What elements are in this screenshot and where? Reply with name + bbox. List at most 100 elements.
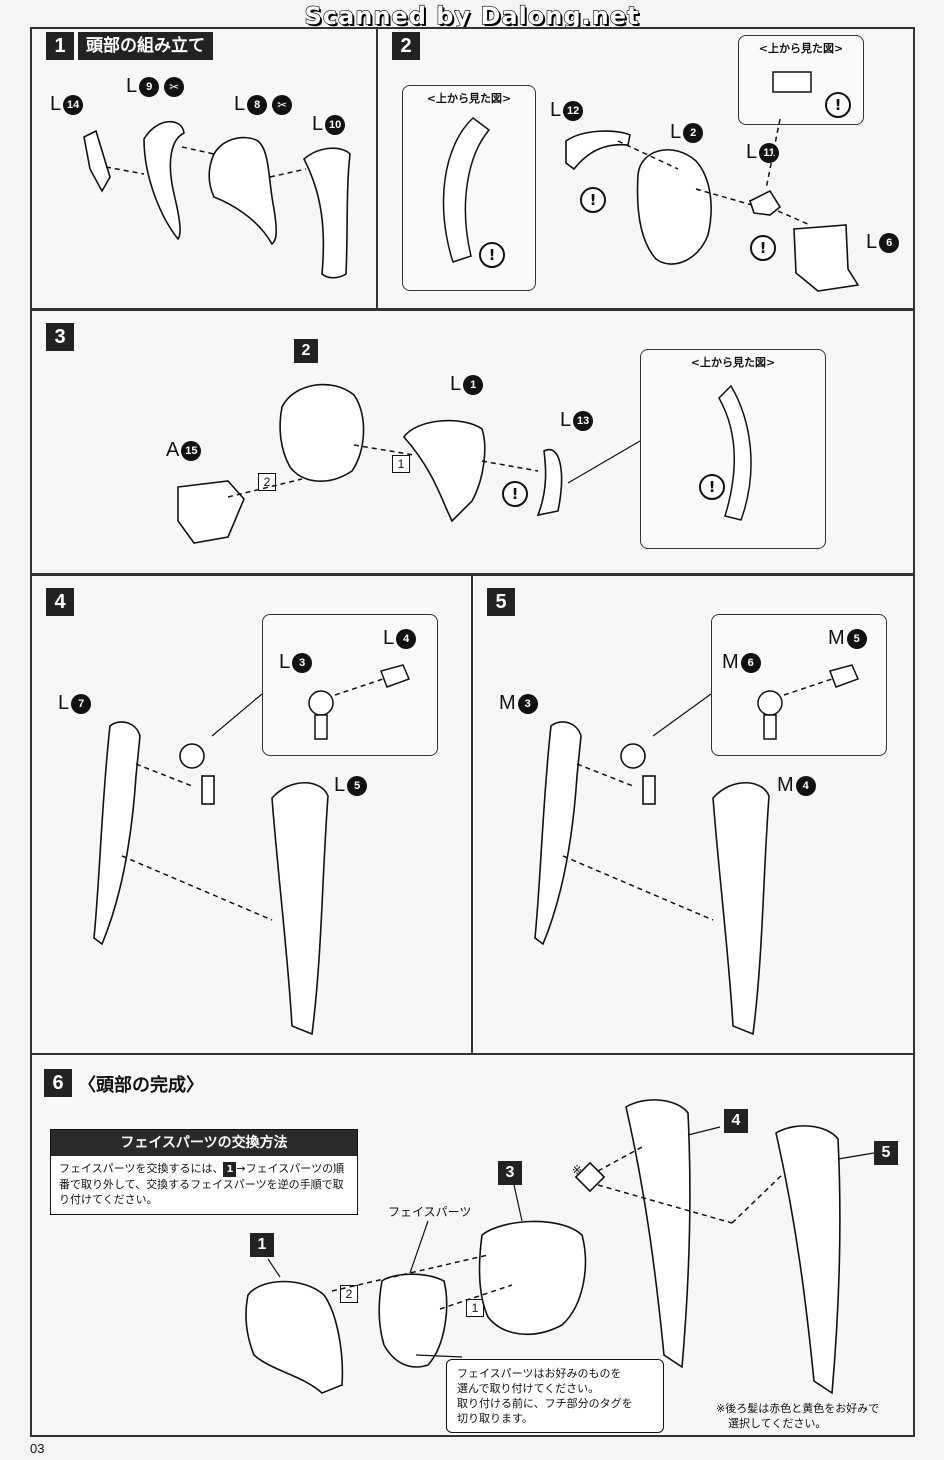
warning-icon: ! [580,187,606,213]
back-hair-footnote: ※後ろ髪は赤色と黄色をお好みで 選択してください。 [716,1401,879,1431]
runner-letter: M [777,774,794,796]
part-number: 13 [573,410,594,431]
part-number: 5 [846,628,867,649]
inset-title: <上から見た図> [758,42,844,55]
sub-assembly-ref-5: 5 [874,1141,898,1165]
runner-letter: L [234,93,246,115]
part-label-L1: L 1 [450,373,484,396]
part-label-L13: L 13 [560,409,594,432]
runner-letter: L [383,627,395,649]
step-5-drawing [534,693,770,1036]
runner-letter: M [499,692,516,714]
inset-title: <上から見た図> [690,356,776,369]
step-number: 1 [46,32,74,60]
runner-letter: L [126,75,138,97]
order-marker-1: 1 [466,1299,484,1317]
step-6-panel: 6 〈頭部の完成〉 フェイスパーツの交換方法 フェイスパーツを交換するには、1→… [30,1053,915,1437]
top-view-inset-2: <上から見た図> ! [738,35,864,125]
step-3-drawing [177,383,641,544]
runner-letter: L [746,141,758,163]
scan-credit: Scanned by Dalong.net [304,1,640,30]
part-label-L12: L 12 [550,99,584,122]
step-2-drawing [565,118,860,292]
part-label-M3: M 3 [499,692,538,715]
part-label-M6: M 6 [722,651,761,674]
detail-inset: L 3 L 4 [262,614,438,756]
step-number: 5 [487,588,515,616]
inset-drawing [772,71,812,93]
footnote-line: ※後ろ髪は赤色と黄色をお好みで [716,1402,880,1415]
part-number: 3 [292,652,313,673]
step-4-panel: 4 L 7 L 3 L 4 L 5 [30,574,473,1055]
step-2-panel: 2 <上から見た図> ! <上から見た図> ! L 12 L 2 L 11 L … [376,27,915,310]
part-label-L3: L 3 [279,651,313,674]
sub-assembly-ref-3: 3 [498,1161,522,1185]
part-number: 2 [683,122,704,143]
part-label-L4: L 4 [383,627,417,650]
runner-letter: L [50,93,62,115]
part-number: 9 [139,76,160,97]
face-parts-callout: フェイスパーツはお好みのものを 選んで取り付けてください。 取り付ける前に、フチ… [446,1359,664,1433]
part-number: 3 [517,693,538,714]
runner-letter: L [312,113,324,135]
inset-drawing [308,664,411,740]
part-label-L7: L 7 [58,692,92,715]
runner-letter: L [58,692,70,714]
part-label-A15: A 15 [166,439,202,462]
inset-title: <上から見た図> [426,92,512,105]
order-marker-2: 2 [340,1285,358,1303]
part-label-L10: L 10 [312,113,346,136]
sub-assembly-ref-1: 1 [250,1233,274,1257]
face-exchange-note: フェイスパーツの交換方法 フェイスパーツを交換するには、1→フェイスパーツの順番… [50,1129,358,1215]
callout-line: フェイスパーツはお好みのものを [457,1367,622,1380]
runner-letter: L [866,231,878,253]
inset-drawing [442,117,491,263]
part-number: 4 [396,628,417,649]
step-number: 6 [44,1069,72,1097]
note-body: フェイスパーツを交換するには、1→フェイスパーツの順番で取り外して、交換するフェ… [51,1156,357,1212]
part-number: 4 [795,775,816,796]
sub-assembly-ref: 2 [294,339,318,363]
warning-icon: ! [825,92,851,118]
runner-letter: L [279,651,291,673]
warning-icon: ! [479,242,505,268]
warning-icon: ! [502,481,528,507]
step-3-panel: 3 2 L 1 L 13 A 15 1 2 ! <上から見た図> ! [30,309,915,575]
step-4-drawing [93,693,329,1036]
part-number: 12 [563,100,584,121]
inset-drawing [757,664,860,740]
part-label-L8: L 8 ✂ [234,93,293,116]
note-text-before: フェイスパーツを交換するには、 [59,1162,224,1175]
inset-drawing [718,384,752,521]
note-heading: フェイスパーツの交換方法 [51,1130,357,1156]
runner-letter: L [550,99,562,121]
part-number: 6 [879,232,900,253]
step-title: 頭部の組み立て [78,32,213,60]
part-number: 10 [325,114,346,135]
note-text-after: →フェイスパーツの順番で取り外して、交換するフェイスパーツを逆の手順で取り付けて… [59,1162,345,1206]
detail-inset: M 6 M 5 [711,614,887,756]
part-number: 5 [347,775,368,796]
step-number: 3 [46,323,74,351]
warning-icon: ! [750,235,776,261]
part-number: 7 [71,693,92,714]
part-label-L6: L 6 [866,231,900,254]
callout-line: 取り付ける前に、フチ部分のタグを [457,1397,633,1410]
step-number: 2 [392,32,420,60]
warning-icon: ! [699,474,725,500]
part-label-L2: L 2 [670,121,704,144]
part-label-M5: M 5 [828,627,867,650]
callout-line: 選んで取り付けてください。 [457,1382,600,1395]
step-6-drawing [245,1099,875,1395]
step-5-panel: 5 M 3 M 6 M 5 M 4 [471,574,915,1055]
part-number: 8 [247,94,268,115]
runner-letter: L [450,373,462,395]
runner-letter: L [670,121,682,143]
part-label-M4: M 4 [777,774,816,797]
runner-letter: L [334,774,346,796]
cut-icon: ✂ [272,94,293,115]
part-label-L9: L 9 ✂ [126,75,185,98]
part-label-L14: L 14 [50,93,84,116]
step-number: 4 [46,588,74,616]
cut-icon: ✂ [164,76,185,97]
